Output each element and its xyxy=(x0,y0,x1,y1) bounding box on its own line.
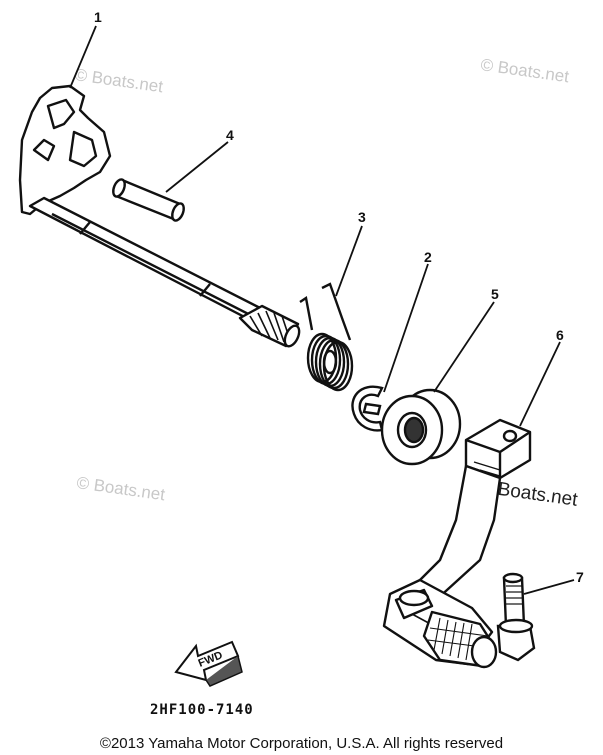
copyright-notice: ©2013 Yamaha Motor Corporation, U.S.A. A… xyxy=(99,735,504,752)
bolt xyxy=(496,572,536,662)
leader-lines xyxy=(69,25,575,595)
watermark-mid-left: © Boats.net xyxy=(75,473,166,504)
torsion-spring xyxy=(299,282,354,392)
callout-2: 2 xyxy=(424,249,432,265)
watermark-top-left: © Boats.net xyxy=(73,65,164,96)
shift-pedal xyxy=(382,418,532,669)
oil-seal xyxy=(380,388,462,466)
callout-1: 1 xyxy=(94,9,102,25)
callout-4: 4 xyxy=(226,127,234,143)
circlip xyxy=(351,385,384,432)
callout-7: 7 xyxy=(576,569,584,585)
callout-6: 6 xyxy=(556,327,564,343)
pin xyxy=(112,178,185,222)
fwd-arrow-icon: FWD xyxy=(174,640,243,687)
callout-3: 3 xyxy=(358,209,366,225)
diagram-code: 2HF100-7140 xyxy=(150,702,254,718)
watermark-top-right: © Boats.net xyxy=(479,55,570,86)
shift-shaft xyxy=(18,84,301,348)
callout-5: 5 xyxy=(491,286,499,302)
